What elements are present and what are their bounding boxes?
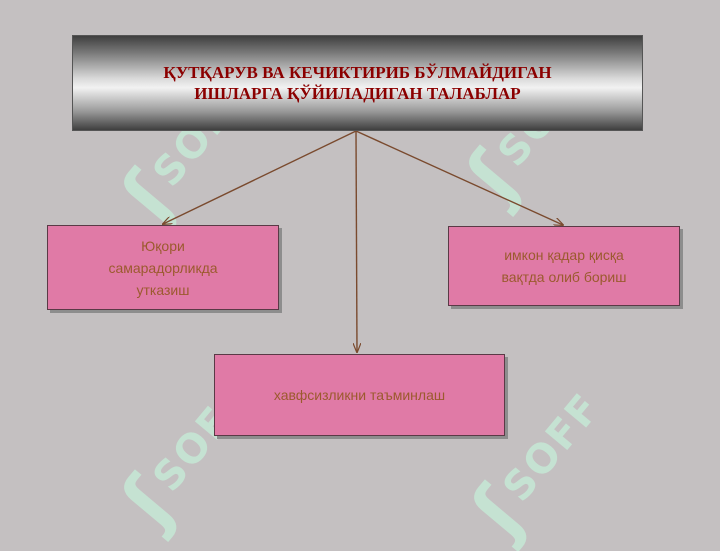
title-line-2: ИШЛАРГА ҚЎЙИЛАДИГАН ТАЛАБЛАР [194,84,521,103]
box-left-line-3: утказиш [136,281,190,298]
requirement-box-efficiency: Юқори самарадорликда утказиш [47,225,279,310]
arrow-to-left-box [163,130,357,224]
page-title: ҚУТҚАРУВ ВА КЕЧИКТИРИБ БЎЛМАЙДИГАН ИШЛАР… [118,62,598,104]
box-right-line-2: вақтда олиб бориш [501,269,627,285]
box-left-line-2: самарадорликда [108,259,218,276]
title-box: ҚУТҚАРУВ ВА КЕЧИКТИРИБ БЎЛМАЙДИГАН ИШЛАР… [72,35,643,131]
box-left-line-1: Юқори [141,237,185,254]
requirement-box-short-time: имкон қадар қисқа вақтда олиб бориш [448,226,680,306]
box-right-line-1: имкон қадар қисқа [504,247,624,263]
box-bottom-line-1: хавфсизликни таъминлаш [273,387,446,403]
arrow-to-bottom-box [356,130,357,352]
title-line-1: ҚУТҚАРУВ ВА КЕЧИКТИРИБ БЎЛМАЙДИГАН [163,63,552,82]
requirement-box-safety: хавфсизликни таъминлаш [214,354,505,436]
arrow-to-right-box [355,130,563,225]
